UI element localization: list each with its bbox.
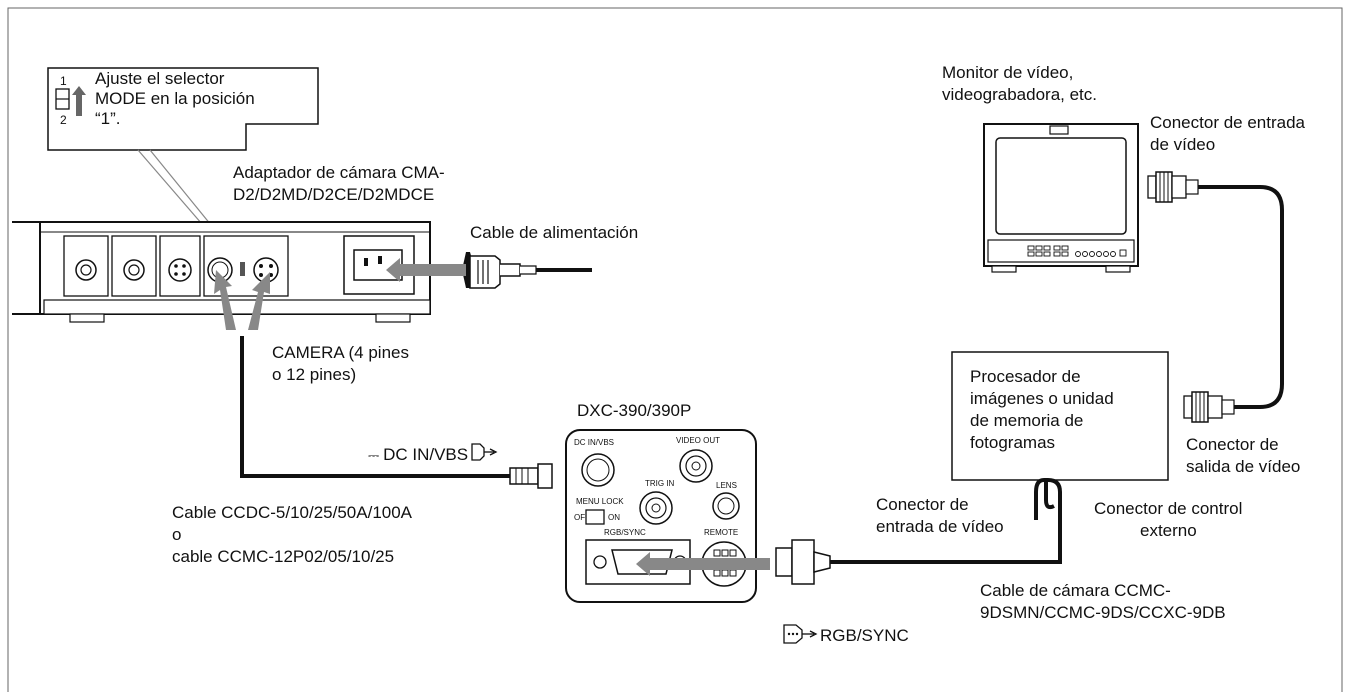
svideo-connector-icon bbox=[168, 258, 192, 282]
processor-control-label-line-2: externo bbox=[1140, 521, 1197, 540]
bnc-connector-icon bbox=[123, 259, 145, 281]
processor-label-line-2: imágenes o unidad bbox=[970, 389, 1114, 408]
video-monitor bbox=[983, 123, 1139, 273]
bnc-plug-monitor-icon bbox=[1147, 171, 1199, 203]
ccdc-plug bbox=[509, 463, 553, 489]
rgb-sync-plug bbox=[775, 539, 831, 585]
monitor-label-line-1: Monitor de vídeo, bbox=[942, 63, 1073, 82]
panel-dc-in-label: DC IN/VBS bbox=[574, 438, 614, 447]
power-cable bbox=[462, 252, 592, 289]
adapter-label-line-1: Adaptador de cámara CMA- bbox=[233, 163, 445, 182]
rgb-sync-label: RGB/SYNC bbox=[820, 626, 909, 645]
processor-label-line-1: Procesador de bbox=[970, 367, 1081, 386]
monitor-label-line-2: videograbadora, etc. bbox=[942, 85, 1097, 104]
ccdc-cable bbox=[240, 336, 510, 478]
camera-adapter bbox=[12, 221, 431, 323]
insert-arrow-icon bbox=[248, 272, 270, 330]
camera-model-label: DXC-390/390P bbox=[577, 401, 691, 420]
panel-menu-lock-label: MENU LOCK bbox=[576, 497, 624, 506]
ccmc-cable-label-line-2: 9DSMN/CCMC-9DS/CCXC-9DB bbox=[980, 603, 1226, 622]
arrow-up-icon bbox=[72, 86, 86, 116]
monitor-input-label-line-1: Conector de entrada bbox=[1150, 113, 1306, 132]
insert-arrow-icon bbox=[386, 258, 466, 282]
dc-in-label: ⎓ DC IN/VBS bbox=[368, 445, 468, 464]
mode-switch-icon bbox=[240, 262, 245, 276]
rgb-sync-plug-symbol-icon bbox=[783, 624, 818, 644]
ccdc-cable-label-line-1: Cable CCDC-5/10/25/50A/100A bbox=[172, 503, 413, 522]
panel-remote-label: REMOTE bbox=[704, 528, 738, 537]
processor-output-label-line-1: Conector de bbox=[1186, 435, 1279, 454]
monitor-screen bbox=[995, 137, 1127, 235]
processor-label-line-4: fotogramas bbox=[970, 433, 1055, 452]
monitor-input-label-line-2: de vídeo bbox=[1150, 135, 1215, 154]
adapter-label-line-2: D2/D2MD/D2CE/D2MDCE bbox=[233, 185, 434, 204]
camera-rear-panel: DC IN/VBS VIDEO OUT TRIG IN LENS MENU LO… bbox=[565, 429, 757, 603]
panel-trig-in-label: TRIG IN bbox=[645, 479, 675, 488]
processor-label-line-3: de memoria de bbox=[970, 411, 1083, 430]
panel-on-label: ON bbox=[608, 513, 620, 522]
ccdc-cable-label-line-2: o bbox=[172, 525, 181, 544]
video-out-bnc-icon bbox=[679, 449, 713, 483]
video-cable bbox=[1198, 185, 1284, 409]
insert-arrow-icon bbox=[636, 552, 770, 576]
panel-rgb-sync-label: RGB/SYNC bbox=[604, 528, 646, 537]
dc-symbol-icon: ⎓ bbox=[368, 447, 383, 463]
mode-note-line-3: “1”. bbox=[95, 109, 121, 128]
menu-lock-switch[interactable] bbox=[585, 509, 605, 525]
bnc-plug-processor-icon bbox=[1183, 391, 1235, 423]
processor-output-label-line-2: salida de vídeo bbox=[1186, 457, 1300, 476]
mode-position-1-label: 1 bbox=[60, 74, 67, 88]
outer-frame bbox=[7, 7, 1343, 692]
ccdc-cable-label-line-3: cable CCMC-12P02/05/10/25 bbox=[172, 547, 394, 566]
panel-video-out-label: VIDEO OUT bbox=[676, 436, 720, 445]
lens-connector-icon bbox=[712, 492, 740, 520]
processor-control-label-line-1: Conector de control bbox=[1094, 499, 1242, 518]
panel-lens-label: LENS bbox=[716, 481, 737, 490]
mode-position-2-label: 2 bbox=[60, 113, 67, 127]
mode-note-line-1: Ajuste el selector bbox=[95, 69, 225, 88]
plug-direction-icon bbox=[471, 443, 498, 461]
mode-note-line-2: MODE en la posición bbox=[95, 89, 255, 108]
camera-connector-label-line-1: CAMERA (4 pines bbox=[272, 343, 409, 362]
trig-in-bnc-icon bbox=[639, 491, 673, 525]
bnc-connector-icon bbox=[75, 259, 97, 281]
processor-input-label-line-1: Conector de bbox=[876, 495, 969, 514]
ccmc-cable-label-line-1: Cable de cámara CCMC- bbox=[980, 581, 1171, 600]
processor-box bbox=[951, 351, 1169, 481]
insert-arrow-icon bbox=[214, 270, 236, 330]
dc-in-text: DC IN/VBS bbox=[383, 445, 468, 464]
panel-off-label: OFF bbox=[574, 513, 590, 522]
processor-input-label-line-2: entrada de vídeo bbox=[876, 517, 1004, 536]
power-cable-label: Cable de alimentación bbox=[470, 223, 638, 242]
camera-connector-label-line-2: o 12 pines) bbox=[272, 365, 356, 384]
